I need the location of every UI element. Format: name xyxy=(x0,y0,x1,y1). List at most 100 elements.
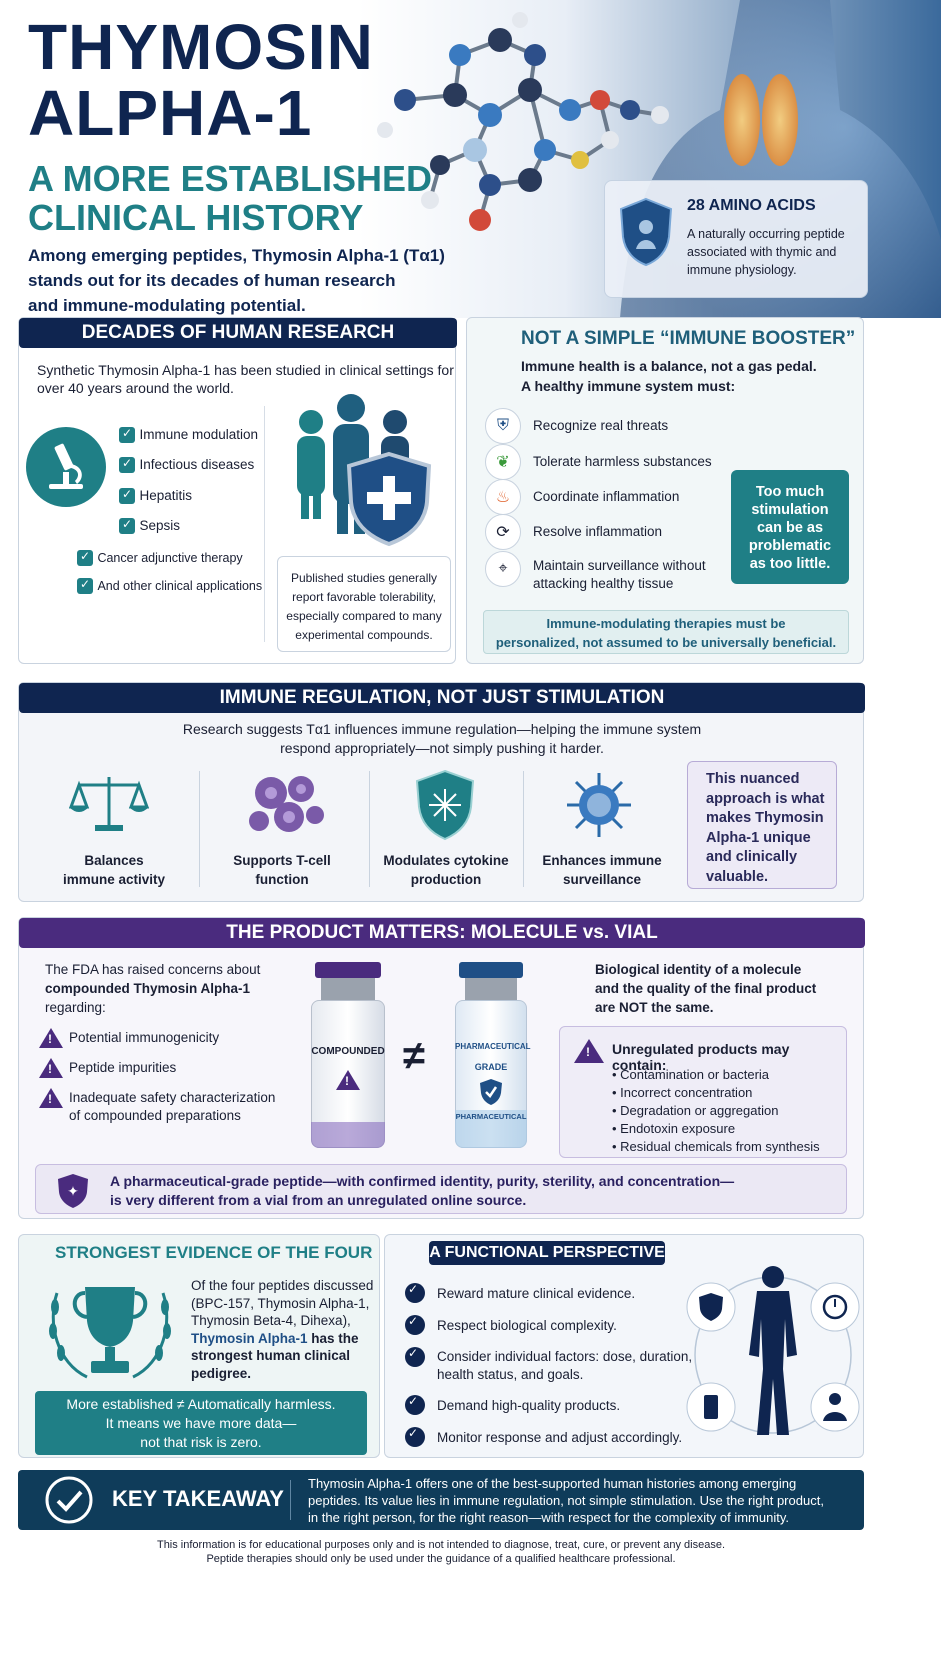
cells-icon xyxy=(249,776,324,832)
evidence-line: (BPC-157, Thymosin Alpha-1, xyxy=(191,1295,370,1311)
booster-item: Coordinate inflammation xyxy=(533,489,680,504)
functional-heading: A FUNCTIONAL PERSPECTIVE xyxy=(429,1241,665,1265)
vial-label-1: PHARMACEUTICAL xyxy=(455,1042,531,1051)
booster-intro-line-2: A healthy immune system must: xyxy=(521,378,736,394)
banner-line-1: A pharmaceutical-grade peptide—with conf… xyxy=(110,1173,735,1189)
callout-line: More established ≠ Automatically harmles… xyxy=(66,1396,336,1412)
pharmaceutical-vial: PHARMACEUTICAL GRADE PHARMACEUTICAL xyxy=(455,962,531,1148)
takeaway-line: in the right person, for the right reaso… xyxy=(308,1510,789,1525)
check-icon xyxy=(77,549,93,566)
booster-intro-line-1: Immune health is a balance, not a gas pe… xyxy=(521,358,817,374)
person-factors-illustration xyxy=(686,1266,860,1435)
note-line-4: experimental compounds. xyxy=(295,628,433,642)
concern-label: Potential immunogenicity xyxy=(69,1030,220,1045)
evidence-heading: STRONGEST EVIDENCE OF THE FOUR xyxy=(55,1243,373,1262)
unregulated-item-label: Contamination or bacteria xyxy=(620,1067,770,1082)
callout-line: can be as xyxy=(756,520,824,536)
check-icon xyxy=(405,1346,425,1367)
check-icon xyxy=(119,487,135,504)
check-icon xyxy=(119,456,135,473)
warning-icon: ! xyxy=(39,1088,63,1108)
functional-label: Consider individual factors: dose, durat… xyxy=(437,1349,693,1364)
research-intro-line-1: Synthetic Thymosin Alpha-1 has been stud… xyxy=(37,362,454,378)
functional-panel: A FUNCTIONAL PERSPECTIVE Reward mature c… xyxy=(384,1234,864,1458)
callout-line: and clinically xyxy=(706,849,798,865)
amino-title: 28 AMINO ACIDS xyxy=(687,197,816,214)
research-item: Infectious diseases xyxy=(119,456,254,474)
research-panel: DECADES OF HUMAN RESEARCH Synthetic Thym… xyxy=(18,317,457,664)
disclaimer-line: Peptide therapies should only be used un… xyxy=(206,1553,676,1565)
item-line: Enhances immune xyxy=(542,853,662,868)
unregulated-box: ! Unregulated products may contain: • Co… xyxy=(559,1026,847,1158)
shield-star-icon xyxy=(415,769,475,841)
warning-icon: ! xyxy=(336,1070,360,1090)
functional-label-cont: health status, and goals. xyxy=(437,1367,584,1382)
vial-liquid xyxy=(455,1110,527,1148)
people-shield-icon xyxy=(297,394,432,547)
fda-line-1: The FDA has raised concerns about xyxy=(45,962,261,977)
identity-line-1: Biological identity of a molecule xyxy=(595,962,802,977)
disclaimer: This information is for educational purp… xyxy=(0,1538,882,1566)
callout-line: approach is what xyxy=(706,790,825,807)
target-icon: ⌖ xyxy=(485,551,521,587)
research-heading: DECADES OF HUMAN RESEARCH xyxy=(19,318,457,348)
callout-line: not that risk is zero. xyxy=(140,1434,262,1450)
identity-line-2: and the quality of the final product xyxy=(595,981,817,996)
intro-line-2: stands out for its decades of human rese… xyxy=(28,271,396,290)
callout-line: as too little. xyxy=(749,556,831,572)
compounded-vial: COMPOUNDED ! xyxy=(311,962,385,1148)
amino-acids-card: 28 AMINO ACIDS A naturally occurring pep… xyxy=(604,180,868,298)
evidence-line: Thymosin Beta-4, Dihexa), xyxy=(191,1313,351,1328)
takeaway-line: peptides. Its value lies in immune regul… xyxy=(308,1493,824,1508)
evidence-line: pedigree. xyxy=(191,1365,252,1381)
check-icon xyxy=(405,1426,425,1447)
fda-line-2: compounded Thymosin Alpha-1 xyxy=(45,981,251,996)
flame-icon: ♨ xyxy=(485,479,521,515)
microscope-icon xyxy=(26,427,106,507)
vial-label: COMPOUNDED xyxy=(311,1046,385,1057)
functional-item xyxy=(405,1346,425,1367)
booster-item: Resolve inflammation xyxy=(533,524,663,539)
unregulated-item-label: Residual chemicals from synthesis xyxy=(620,1139,820,1154)
functional-item xyxy=(405,1426,425,1447)
evidence-callout: More established ≠ Automatically harmles… xyxy=(35,1391,367,1455)
unregulated-item: • Degradation or aggregation xyxy=(612,1103,779,1118)
divider xyxy=(369,771,370,887)
subtitle-line-2: CLINICAL HISTORY xyxy=(28,197,364,238)
unregulated-item: • Incorrect concentration xyxy=(612,1085,753,1100)
hero-section: THYMOSIN ALPHA-1 A MORE ESTABLISHED CLIN… xyxy=(0,0,941,318)
research-intro-line-2: over 40 years around the world. xyxy=(37,380,234,396)
booster-panel: NOT A SIMPLE “IMMUNE BOOSTER” Immune hea… xyxy=(466,317,864,664)
research-item: Hepatitis xyxy=(119,487,192,505)
booster-item: Maintain surveillance without xyxy=(533,558,706,573)
regulation-intro-line-1: Research suggests Tα1 influences immune … xyxy=(182,721,702,737)
functional-item xyxy=(405,1314,425,1335)
check-icon xyxy=(119,426,135,443)
research-item-label: Cancer adjunctive therapy xyxy=(97,551,243,565)
vial-label-2: GRADE xyxy=(474,1062,508,1072)
item-line: Supports T-cell xyxy=(233,853,331,868)
concern-label: Inadequate safety characterization xyxy=(69,1090,276,1105)
check-icon xyxy=(405,1394,425,1415)
research-item-label: Immune modulation xyxy=(139,427,259,442)
research-item: Immune modulation xyxy=(119,426,258,444)
evidence-text: Of the four peptides discussed (BPC-157,… xyxy=(191,1277,373,1382)
balance-scale-icon xyxy=(69,777,149,831)
item-line: production xyxy=(410,872,482,887)
page-title-line-2: ALPHA-1 xyxy=(28,77,313,149)
nuanced-callout: This nuanced approach is what makes Thym… xyxy=(687,761,837,889)
note-line-2: report favorable tolerability, xyxy=(292,590,436,604)
item-line: immune activity xyxy=(62,872,166,887)
research-item-label: Hepatitis xyxy=(139,488,192,503)
virus-icon xyxy=(567,773,631,837)
note-line-3: especially compared to many xyxy=(286,609,442,623)
cycle-icon: ⟳ xyxy=(485,514,521,550)
evidence-highlight: Thymosin Alpha-1 xyxy=(191,1330,308,1346)
warning-icon: ! xyxy=(39,1028,63,1048)
takeaway-line: Thymosin Alpha-1 offers one of the best-… xyxy=(308,1476,797,1491)
check-icon xyxy=(405,1282,425,1303)
amino-desc-line-3: immune physiology. xyxy=(687,263,797,277)
vial-label-3: PHARMACEUTICAL xyxy=(455,1112,527,1121)
